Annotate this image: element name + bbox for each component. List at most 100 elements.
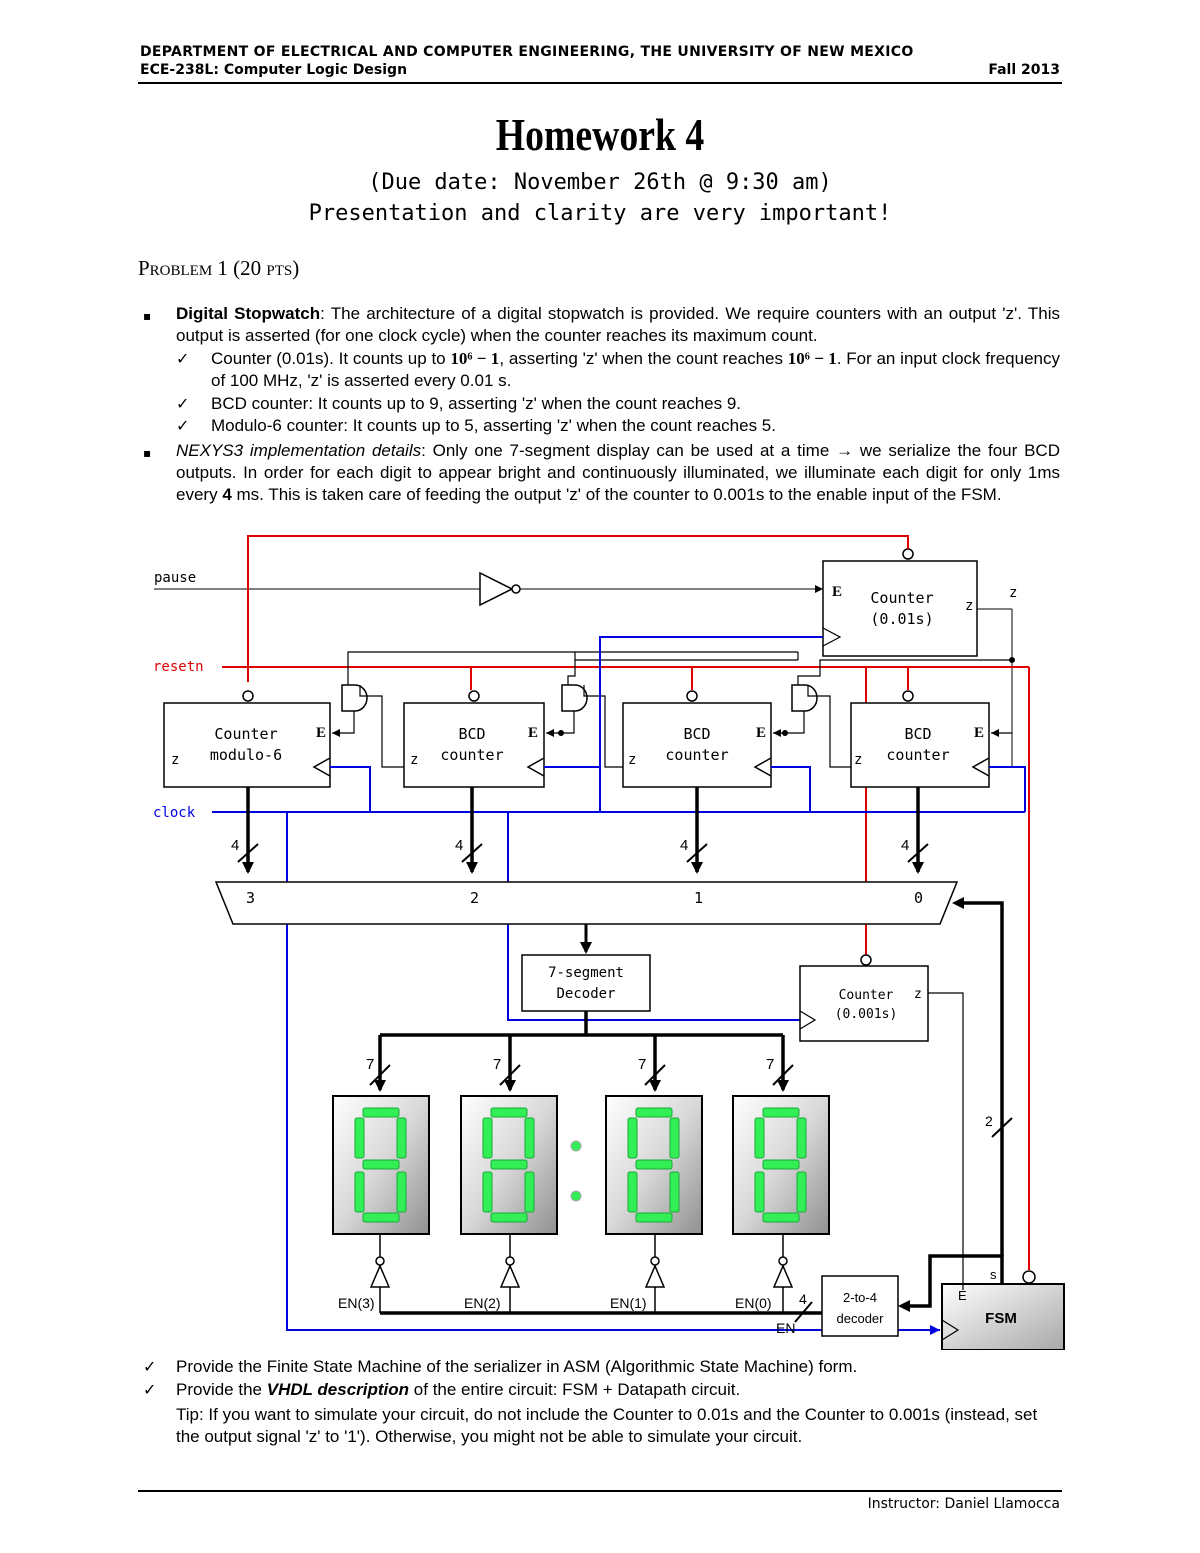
segment-a (635, 1107, 673, 1118)
segment-d (762, 1212, 800, 1223)
counter-mod6-line1: Counter (214, 725, 277, 743)
decoder-2to4-line2: decoder (837, 1311, 885, 1326)
inverter (772, 1264, 794, 1288)
department-header: DEPARTMENT OF ELECTRICAL AND COMPUTER EN… (140, 44, 914, 60)
task-tip: Tip: If you want to simulate your circui… (176, 1405, 1038, 1446)
inverter-bubble (778, 1256, 788, 1266)
bcd1-z: z (628, 752, 636, 768)
pause-label: pause (154, 570, 196, 586)
fsm-label: FSM (985, 1310, 1017, 1327)
enable-chain-wires (332, 651, 1012, 768)
bcd-counter-2 (403, 690, 545, 788)
presentation-note: Presentation and clarity are very import… (308, 201, 892, 226)
counter-001s-line2: (0.01s) (870, 610, 933, 628)
bcd2-enable: E (528, 725, 538, 741)
and-gates (341, 684, 818, 712)
clock-triangle (941, 1319, 960, 1341)
bullet-nexys3: NEXYS3 implementation details: Only one … (176, 440, 1060, 506)
decoder-2to4-line1: 2-to-4 (843, 1290, 877, 1305)
inverter-bubble (375, 1256, 385, 1266)
stopwatch-diagram: pause E Counter (0.01s) z z resetn Count… (153, 535, 1065, 1350)
en3-label: EN(3) (338, 1295, 375, 1311)
segment-a (362, 1107, 400, 1118)
segment-b (396, 1117, 407, 1159)
bus-slashes (237, 843, 929, 863)
bullet-stopwatch: Digital Stopwatch: The architecture of a… (176, 303, 1060, 347)
seven-segment-decoder (521, 954, 651, 1012)
select-arrow (898, 1300, 910, 1312)
check-icon: ✓ (176, 349, 190, 368)
counter-001s-z-out: z (1009, 585, 1017, 601)
en-label: EN (776, 1320, 795, 1336)
en2-label: EN(2) (464, 1295, 501, 1311)
mux-input-3: 3 (246, 889, 255, 907)
bus-width-3: 4 (231, 837, 239, 854)
reset-bubble (468, 690, 480, 702)
footer-instructor: Instructor: Daniel Llamocca (867, 1496, 1060, 1512)
fsm-s: s (990, 1267, 997, 1282)
bcd-buses (242, 787, 924, 874)
sub-bcd-counter: BCD counter: It counts up to 9, assertin… (211, 394, 742, 413)
inverter (369, 1264, 391, 1288)
select-slash (991, 1117, 1013, 1138)
reset-bubble (860, 954, 872, 966)
sub-modulo6-counter: Modulo-6 counter: It counts up to 5, ass… (211, 416, 776, 435)
bullet-nexys3-text-a: : Only one 7-segment display can be used… (176, 441, 1060, 504)
fsm-enable: E (958, 1288, 967, 1303)
task-vhdl: Provide the VHDL description of the enti… (176, 1379, 740, 1401)
due-date: (Due date: November 26th @ 9:30 am) (368, 170, 832, 195)
counter-mod6-line2: modulo-6 (210, 746, 282, 764)
z-to-fsm-wire (928, 992, 964, 1285)
bullet-nexys3-text-b: ms. This is taken care of feeding the ou… (236, 485, 1002, 504)
seg-width-2: 7 (493, 1056, 501, 1073)
reset-bubble (1022, 1270, 1036, 1284)
counter-0001s-z: z (914, 987, 922, 1002)
en1-label: EN(1) (610, 1295, 647, 1311)
bcd0-line2: counter (886, 746, 949, 764)
decoder-line1: 7-segment (548, 965, 624, 981)
pause-inverter (479, 571, 514, 607)
segment-e (354, 1171, 365, 1213)
counter-001s-line1: Counter (870, 589, 933, 607)
bcd-counter-0 (850, 690, 990, 788)
segment-f (354, 1117, 365, 1159)
bullet-marker: ▪ (143, 446, 152, 460)
sub-counter-001: Counter (0.01s). It counts up to 10⁶ − 1… (211, 348, 1060, 392)
counter-mod6-enable: E (316, 725, 326, 741)
inverter-bubble (511, 584, 521, 594)
segment-g (635, 1159, 673, 1170)
header-rule (138, 82, 1062, 84)
segment-f (627, 1117, 638, 1159)
task-vhdl-a: Provide the (176, 1380, 262, 1399)
resetn-label: resetn (153, 659, 204, 675)
segment-e (754, 1171, 765, 1213)
segment-buses (374, 1011, 789, 1092)
check-icon: ✓ (143, 1380, 157, 1399)
segment-c (796, 1171, 807, 1213)
segment-c (396, 1171, 407, 1213)
sub-counter-text-a: Counter (0.01s). It counts up to (211, 349, 446, 368)
segment-g (490, 1159, 528, 1170)
bullet-stopwatch-bold: Digital Stopwatch (176, 304, 321, 323)
segment-f (482, 1117, 493, 1159)
segment-f (754, 1117, 765, 1159)
mux-input-1: 1 (694, 889, 703, 907)
bus-width-2: 4 (455, 837, 463, 854)
bcd0-enable: E (974, 725, 984, 741)
select-width: 2 (985, 1113, 993, 1129)
colon-dots (570, 1140, 582, 1202)
counter-mod6-z: z (171, 752, 179, 768)
reset-bubble (902, 548, 914, 560)
inverter-bubble (650, 1256, 660, 1266)
task-vhdl-b: of the entire circuit: FSM + Datapath ci… (413, 1380, 741, 1399)
term: Fall 2013 (988, 62, 1060, 78)
segment-bus-slashes (369, 1064, 794, 1086)
mux-select-arrow (952, 897, 964, 909)
mux-input-2: 2 (470, 889, 479, 907)
decoder-2to4 (821, 1275, 899, 1337)
clock-triangle (822, 627, 842, 647)
display-enable-inverters (369, 1234, 794, 1313)
bcd0-z: z (854, 752, 862, 768)
bullet-nexys3-bold: 4 (222, 485, 232, 504)
segment-e (482, 1171, 493, 1213)
